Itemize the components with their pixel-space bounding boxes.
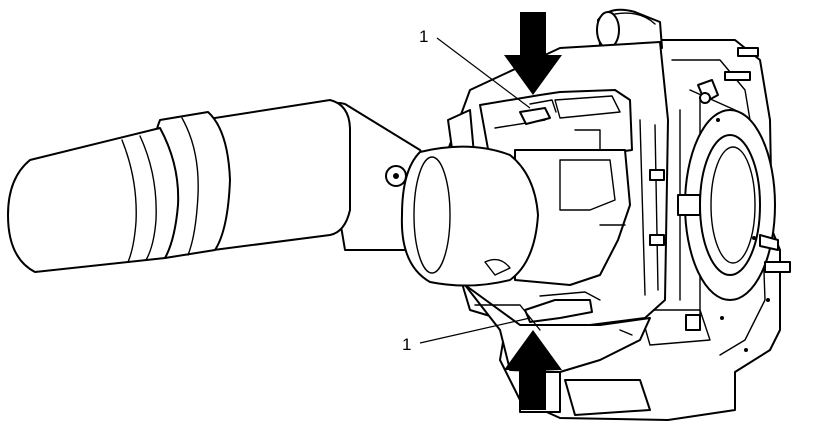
arrow-up-icon — [504, 330, 562, 410]
leader-line-bottom — [419, 317, 531, 344]
arrow-down-icon — [504, 12, 562, 95]
steering-column-opening — [699, 134, 761, 276]
leader-line-top — [436, 37, 531, 109]
retaining-claw-top — [519, 107, 551, 125]
retaining-claw-bottom — [524, 299, 593, 323]
callout-label-bottom: 1 — [402, 335, 411, 354]
callout-leaders — [419, 37, 531, 344]
lighting-switch-lever — [7, 99, 539, 287]
callout-label-top: 1 — [419, 27, 428, 46]
